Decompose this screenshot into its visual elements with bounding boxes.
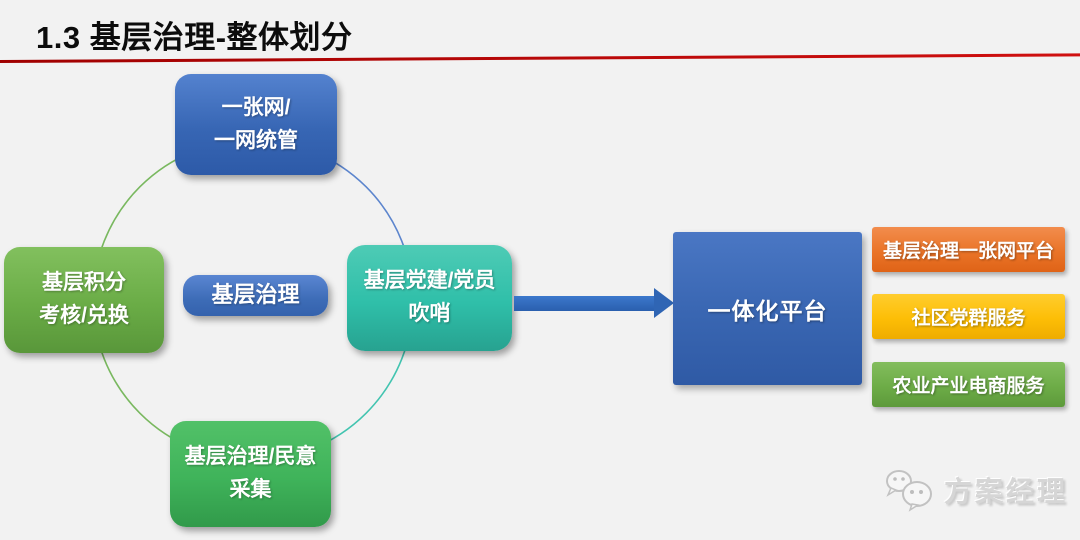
integrated-platform-box: 一体化平台 (673, 232, 862, 385)
output-bar-community-service: 社区党群服务 (872, 294, 1065, 339)
node-grassroots-governance: 基层治理 (183, 275, 328, 316)
watermark: 方案经理 (884, 468, 1068, 512)
node-one-network-line2: 一网统管 (214, 128, 298, 152)
node-points-assessment: 基层积分 考核/兑换 (4, 247, 164, 353)
output-bar-agriculture-ecommerce: 农业产业电商服务 (872, 362, 1065, 407)
page-title: 1.3 基层治理-整体划分 (36, 20, 353, 55)
node-public-opinion: 基层治理/民意 采集 (170, 421, 331, 527)
output-bar-grid-platform-label: 基层治理一张网平台 (882, 241, 1054, 262)
node-public-opinion-line1: 基层治理/民意 (184, 445, 317, 469)
node-one-network: 一张网/ 一网统管 (175, 74, 337, 175)
node-party-building-line2: 吹哨 (408, 302, 451, 325)
output-bar-agriculture-ecommerce-label: 农业产业电商服务 (892, 376, 1045, 397)
node-party-building-line1: 基层党建/党员 (363, 269, 496, 293)
node-points-assessment-line2: 考核/兑换 (39, 304, 129, 327)
flow-arrow-head-icon (654, 288, 674, 318)
flow-arrow-shaft (514, 296, 654, 311)
watermark-text: 方案经理 (944, 476, 1069, 507)
node-public-opinion-line2: 采集 (229, 478, 272, 501)
node-one-network-line1: 一张网/ (221, 95, 291, 119)
node-grassroots-governance-label: 基层治理 (211, 282, 300, 308)
wechat-icon (886, 470, 932, 512)
node-party-building: 基层党建/党员 吹哨 (347, 245, 512, 351)
integrated-platform-label: 一体化平台 (707, 297, 828, 324)
node-points-assessment-line1: 基层积分 (42, 271, 126, 295)
output-bar-community-service-label: 社区党群服务 (911, 308, 1026, 329)
output-bar-grid-platform: 基层治理一张网平台 (872, 227, 1065, 272)
